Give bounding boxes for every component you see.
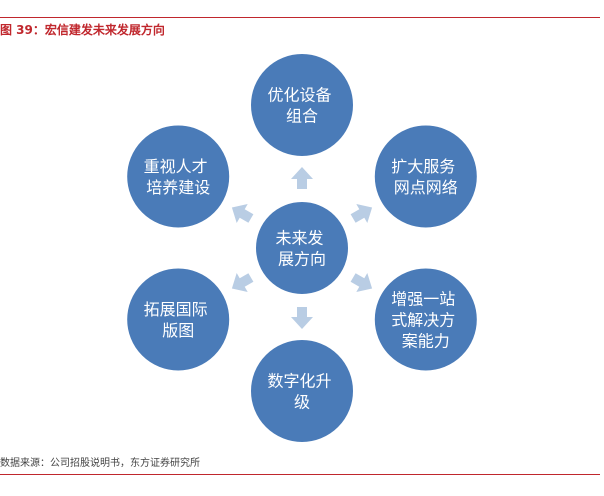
node-expand-network-line-2: 网点网络 bbox=[394, 178, 458, 197]
node-talent-development: 重视人才 培养建设 bbox=[125, 123, 232, 230]
node-international-expansion: 拓展国际 版图 bbox=[125, 266, 232, 373]
figure-title: 图 39：宏信建发未来发展方向 bbox=[0, 23, 165, 37]
arrows-group bbox=[231, 167, 373, 329]
node-expand-network-line-1: 扩大服务 bbox=[391, 157, 455, 176]
node-one-stop-solution-label: 增强一站 式解决方 案能力 bbox=[391, 290, 460, 351]
arrow-to-top bbox=[291, 167, 313, 189]
node-international-expansion-line-2: 版图 bbox=[162, 321, 194, 340]
node-digital-upgrade-line-1: 数字化升 bbox=[267, 372, 331, 391]
center-node: 未来发 展方向 bbox=[254, 200, 350, 296]
center-node-circle bbox=[254, 200, 350, 296]
node-one-stop-solution-line-3: 案能力 bbox=[402, 332, 450, 351]
node-expand-network-label: 扩大服务 网点网络 bbox=[391, 157, 460, 197]
arrow-to-lower-right bbox=[350, 273, 373, 292]
node-expand-network-circle bbox=[372, 123, 479, 230]
center-node-label: 未来发 展方向 bbox=[275, 229, 328, 269]
node-talent-development-circle bbox=[125, 123, 232, 230]
node-digital-upgrade: 数字化升 级 bbox=[249, 338, 355, 444]
source-note: 数据来源：公司招股说明书，东方证券研究所 bbox=[0, 458, 200, 469]
bottom-rule bbox=[0, 474, 600, 475]
center-node-line-2: 展方向 bbox=[278, 250, 326, 269]
node-talent-development-label: 重视人才 培养建设 bbox=[144, 157, 213, 197]
node-one-stop-solution-line-1: 增强一站 bbox=[391, 290, 455, 309]
node-optimize-equipment: 优化设备 组合 bbox=[249, 52, 355, 158]
node-talent-development-line-1: 重视人才 bbox=[144, 157, 208, 176]
node-optimize-equipment-label: 优化设备 组合 bbox=[267, 86, 336, 126]
node-one-stop-solution-circle bbox=[372, 266, 479, 373]
arrow-to-bottom bbox=[291, 307, 313, 329]
node-talent-development-line-2: 培养建设 bbox=[146, 178, 210, 197]
node-digital-upgrade-line-2: 级 bbox=[294, 393, 310, 412]
arrow-to-lower-left bbox=[231, 273, 254, 292]
node-optimize-equipment-line-2: 组合 bbox=[286, 107, 318, 126]
node-expand-network: 扩大服务 网点网络 bbox=[372, 123, 479, 230]
node-digital-upgrade-label: 数字化升 级 bbox=[267, 372, 336, 412]
node-optimize-equipment-line-1: 优化设备 bbox=[267, 86, 331, 105]
node-one-stop-solution-line-2: 式解决方 bbox=[391, 311, 455, 330]
arrow-to-upper-right bbox=[350, 204, 373, 223]
arrow-to-upper-left bbox=[231, 204, 254, 223]
node-one-stop-solution: 增强一站 式解决方 案能力 bbox=[372, 266, 479, 373]
node-international-expansion-label: 拓展国际 版图 bbox=[144, 300, 213, 340]
node-international-expansion-circle bbox=[125, 266, 232, 373]
node-digital-upgrade-circle bbox=[249, 338, 355, 444]
node-international-expansion-line-1: 拓展国际 bbox=[144, 300, 208, 319]
top-rule bbox=[0, 17, 600, 18]
node-optimize-equipment-circle bbox=[249, 52, 355, 158]
center-node-line-1: 未来发 bbox=[275, 229, 323, 248]
